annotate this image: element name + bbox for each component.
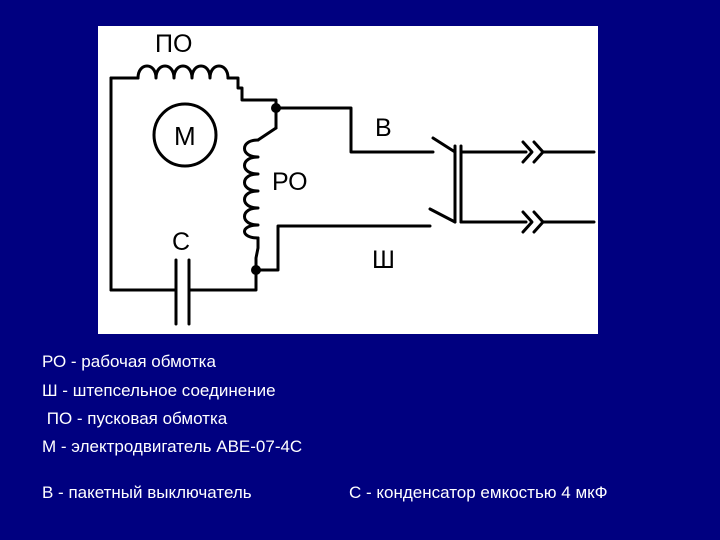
legend-line-capacitor: С - конденсатор емкостью 4 мкФ — [349, 483, 608, 502]
legend-line-plug: Ш - штепсельное соединение — [42, 381, 276, 400]
label-motor: М — [174, 121, 196, 151]
wiring-diagram-svg — [109, 64, 596, 326]
label-plug: Ш — [372, 246, 395, 274]
legend-line-run-winding: РО - рабочая обмотка — [42, 352, 216, 371]
legend-line-motor: М - электродвигатель АВЕ-07-4С — [42, 437, 303, 456]
label-switch: В — [375, 114, 392, 142]
wire-coil-to-node — [226, 76, 278, 110]
wiring-diagram: ПО М РО С В Ш — [98, 26, 598, 334]
wire-run-stub-top — [256, 126, 278, 142]
motor-circle — [152, 102, 218, 168]
junction-dot-top — [271, 103, 281, 113]
label-capacitor: С — [172, 228, 191, 256]
switch-blade-top — [431, 136, 457, 154]
wire-to-switch-b — [274, 106, 435, 154]
label-start-winding: ПО — [155, 30, 193, 58]
wire-capacitor-to-node — [187, 268, 258, 292]
legend-line-switch: В - пакетный выключатель — [42, 483, 252, 502]
start-winding-coil — [136, 64, 230, 80]
wire-to-plug — [254, 224, 432, 272]
switch-blade-bottom — [428, 207, 457, 224]
junction-dot-bottom — [251, 265, 261, 275]
run-winding-coil — [243, 138, 260, 240]
wire-run-to-node — [254, 236, 260, 272]
label-run-winding: РО — [272, 168, 308, 196]
legend-line-start-winding: ПО - пусковая обмотка — [42, 409, 228, 428]
